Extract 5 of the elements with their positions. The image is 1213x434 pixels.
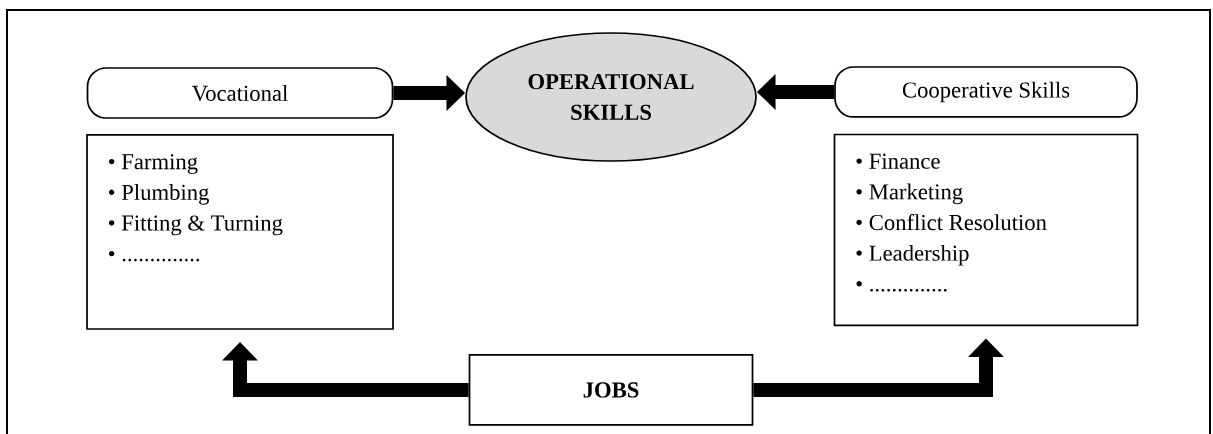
list-box: • Finance • Marketing • Conflict Resolution • Leadership • .............. xyxy=(833,133,1139,327)
list-box: • Farming • Plumbing • Fitting & Turning • .............. xyxy=(86,134,394,330)
rounded-box: Vocational xyxy=(86,67,394,119)
rounded-box: Cooperative Skills xyxy=(834,66,1138,118)
text-box: JOBS xyxy=(468,354,754,426)
